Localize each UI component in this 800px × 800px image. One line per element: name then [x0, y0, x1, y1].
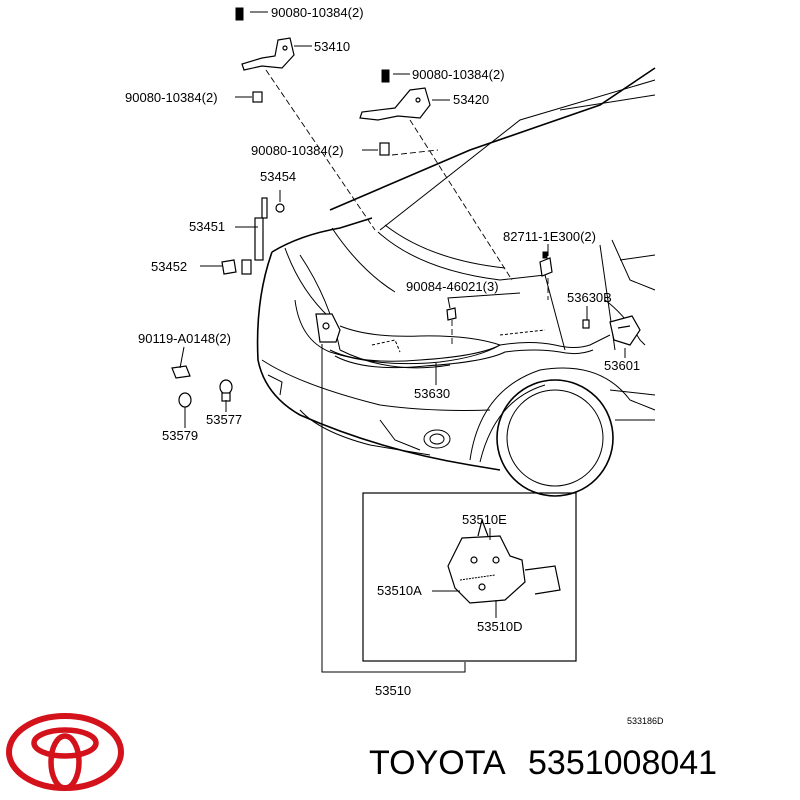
label-90080-10384-right-top: 90080-10384(2): [412, 67, 505, 82]
label-53420: 53420: [453, 92, 489, 107]
label-53510E: 53510E: [462, 512, 507, 527]
clip-53454-icon: [275, 203, 285, 213]
bracket-53452-icon: [221, 259, 237, 275]
screw-90119-icon: [171, 365, 191, 379]
label-53454: 53454: [260, 169, 296, 184]
latch-detail-inset: [362, 492, 577, 662]
latch-assembly-icon: [432, 517, 561, 618]
label-53630: 53630: [414, 386, 450, 401]
diagram-code: 533186D: [627, 716, 664, 726]
label-53452: 53452: [151, 259, 187, 274]
lever-53601-icon: [609, 315, 641, 346]
clip-82711-icon: [539, 251, 553, 277]
hinge-53420-icon: [359, 69, 431, 156]
cable-lines: [329, 334, 611, 369]
label-90080-10384-mid: 90080-10384(2): [251, 143, 344, 158]
label-53510A: 53510A: [377, 583, 422, 598]
cushion-53579-icon: [178, 392, 192, 408]
latch-on-car-icon: [315, 313, 341, 343]
parts-illustrations: [171, 7, 641, 408]
label-90080-10384-top: 90080-10384(2): [271, 5, 364, 20]
toyota-logo-icon: [6, 713, 124, 791]
hinge-53410-icon: [235, 7, 295, 103]
cushion-53577-icon: [219, 379, 233, 402]
label-53630B: 53630B: [567, 290, 612, 305]
strut-53451-icon: [241, 197, 268, 275]
label-90080-10384-left: 90080-10384(2): [125, 90, 218, 105]
label-53579: 53579: [162, 428, 198, 443]
label-90119-A0148: 90119-A0148(2): [138, 331, 231, 346]
brand-name: TOYOTA: [369, 744, 506, 782]
cable-end-53630B-icon: [582, 319, 590, 329]
dashed-leaders: [265, 69, 549, 345]
part-labels: 90080-10384(2) 53410 90080-10384(2) 9008…: [125, 5, 664, 726]
label-53577: 53577: [206, 412, 242, 427]
clip-90084-icon: [446, 307, 457, 321]
label-53601: 53601: [604, 358, 640, 373]
label-53410: 53410: [314, 39, 350, 54]
label-53510D: 53510D: [477, 619, 523, 634]
label-53451: 53451: [189, 219, 225, 234]
label-90084-46021: 90084-46021(3): [406, 279, 499, 294]
solid-leaders: [179, 11, 626, 673]
label-82711-1E300: 82711-1E300(2): [503, 229, 596, 244]
label-53510: 53510: [375, 683, 411, 698]
part-number: 5351008041: [528, 744, 717, 782]
